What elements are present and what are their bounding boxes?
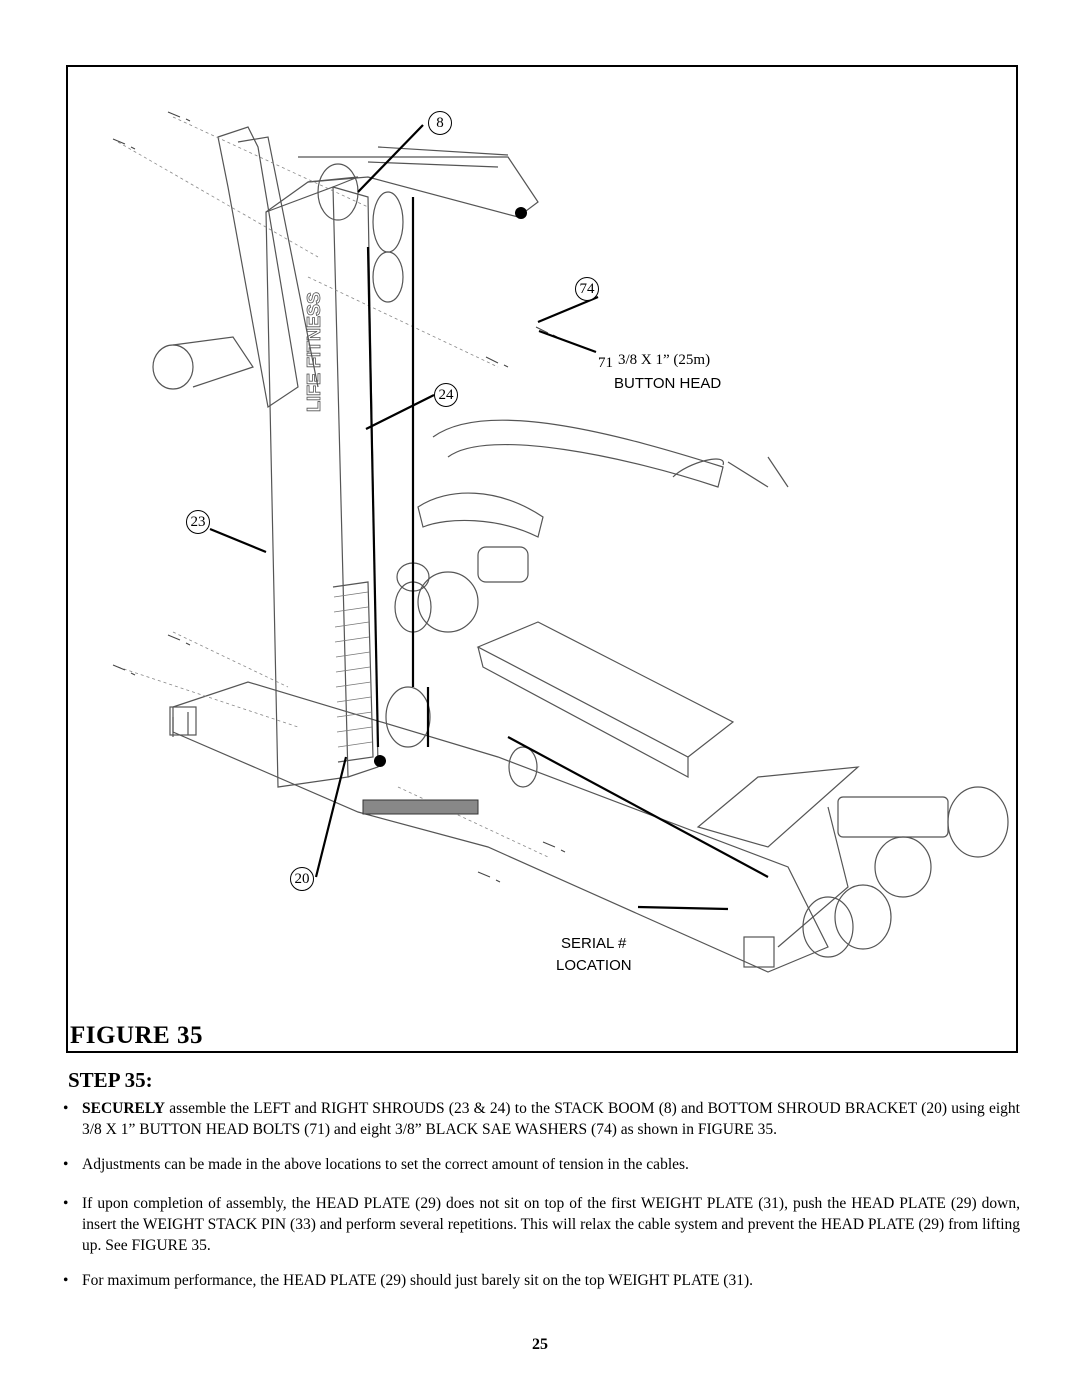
instruction-list: • SECURELY assemble the LEFT and RIGHT S… xyxy=(60,1098,1020,1301)
bullet-dot: • xyxy=(63,1195,69,1212)
bullet-dot: • xyxy=(63,1100,69,1117)
instruction-item: • If upon completion of assembly, the HE… xyxy=(60,1193,1020,1256)
instruction-text: For maximum performance, the HEAD PLATE … xyxy=(82,1272,753,1289)
callout-23: 23 xyxy=(186,510,210,534)
instruction-text: Adjustments can be made in the above loc… xyxy=(82,1156,689,1173)
figure-35-box: LIFE FITNESS 8 74 71 3/8 X 1” (25m) BUTT… xyxy=(66,65,1018,1053)
instruction-text: assemble the LEFT and RIGHT SHROUDS (23 … xyxy=(82,1100,1020,1138)
bolt-spec-line1: 3/8 X 1” (25m) xyxy=(618,352,711,368)
instruction-emphasis: SECURELY xyxy=(82,1100,165,1117)
callout-20: 20 xyxy=(290,867,314,891)
page-number: 25 xyxy=(532,1336,548,1353)
figure-title: FIGURE 35 xyxy=(70,1022,203,1049)
serial-line2: LOCATION xyxy=(556,957,632,974)
bullet-dot: • xyxy=(63,1272,69,1289)
base-frame xyxy=(172,681,829,973)
instruction-item: • SECURELY assemble the LEFT and RIGHT S… xyxy=(60,1098,1020,1140)
stack-boom xyxy=(298,156,539,218)
callout-71: 71 xyxy=(598,355,613,371)
step-heading: STEP 35: xyxy=(68,1068,153,1092)
instruction-item: • For maximum performance, the HEAD PLAT… xyxy=(60,1270,1020,1291)
instruction-text: If upon completion of assembly, the HEAD… xyxy=(82,1195,1020,1254)
machine-illustration: LIFE FITNESS xyxy=(112,111,1009,973)
bench-pad xyxy=(476,621,735,758)
callout-74: 74 xyxy=(575,277,599,301)
callout-24: 24 xyxy=(434,383,458,407)
callout-8: 8 xyxy=(428,111,452,135)
shroud-column xyxy=(265,186,349,788)
bullet-dot: • xyxy=(63,1156,69,1173)
instruction-item: • Adjustments can be made in the above l… xyxy=(60,1154,1020,1175)
bolt-spec-line2: BUTTON HEAD xyxy=(614,375,722,392)
serial-line1: SERIAL # xyxy=(561,935,627,952)
brand-text: LIFE FITNESS xyxy=(304,292,324,412)
